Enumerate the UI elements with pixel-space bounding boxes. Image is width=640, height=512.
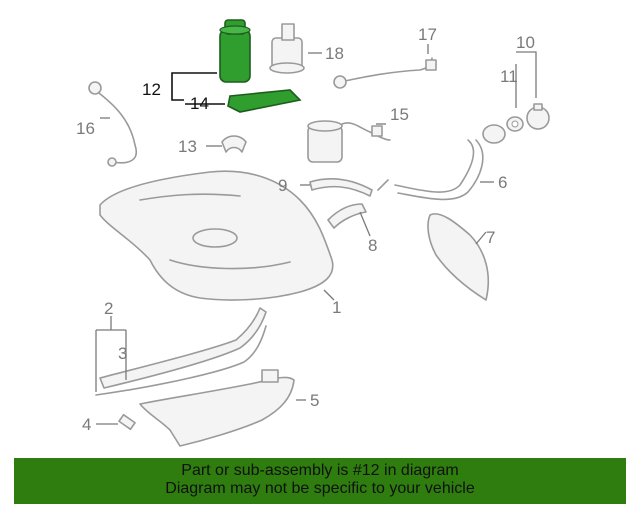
callout-8: 8 [368, 236, 377, 255]
heat-shield-part-7[interactable] [427, 213, 490, 301]
wire-part-17[interactable] [333, 57, 437, 89]
callout-numbers: 12 14 18 17 10 11 16 13 15 6 9 8 7 1 2 3… [76, 25, 535, 434]
info-banner: Part or sub-assembly is #12 in diagram D… [14, 458, 626, 504]
bolt-part-4[interactable] [118, 413, 136, 431]
filler-neck-part-6[interactable] [377, 124, 506, 201]
callout-15: 15 [390, 105, 409, 124]
callout-12: 12 [142, 80, 161, 99]
callout-7: 7 [486, 228, 495, 247]
callout-16: 16 [76, 119, 95, 138]
callout-17: 17 [418, 25, 437, 44]
callout-2: 2 [104, 299, 113, 318]
banner-line-2: Diagram may not be specific to your vehi… [165, 480, 475, 497]
callout-13: 13 [178, 137, 197, 156]
callout-4: 4 [82, 415, 91, 434]
gasket-part-11[interactable] [506, 116, 524, 132]
filler-cap-part-10[interactable] [526, 103, 550, 130]
callout-11: 11 [500, 67, 518, 86]
callout-1: 1 [332, 298, 341, 317]
callout-6: 6 [498, 173, 507, 192]
callout-14: 14 [190, 94, 209, 113]
fuel-system-diagram: 12 14 18 17 10 11 16 13 15 6 9 8 7 1 2 3… [76, 19, 550, 447]
callout-9: 9 [278, 176, 287, 195]
hose-part-16[interactable] [88, 81, 137, 167]
strap-part-2[interactable] [95, 325, 267, 396]
callout-18: 18 [325, 44, 344, 63]
breather-hose-part-8[interactable] [327, 203, 367, 229]
fuel-pump-cover-part-14[interactable] [227, 89, 302, 113]
strap-part-3[interactable] [99, 307, 267, 389]
sender-part-18[interactable] [269, 23, 305, 74]
callout-3: 3 [118, 344, 127, 363]
fuel-pump-part-12[interactable] [219, 19, 251, 83]
callout-10: 10 [516, 33, 535, 52]
filter-part-15[interactable] [307, 120, 391, 163]
callout-lines [95, 44, 537, 425]
hose-part-9[interactable] [309, 177, 373, 197]
callout-5: 5 [310, 391, 319, 410]
banner-line-1: Part or sub-assembly is #12 in diagram [181, 462, 459, 479]
protector-part-5[interactable] [139, 369, 295, 447]
clamp-part-13[interactable] [221, 135, 247, 153]
fuel-tank-part-1[interactable] [99, 170, 334, 301]
